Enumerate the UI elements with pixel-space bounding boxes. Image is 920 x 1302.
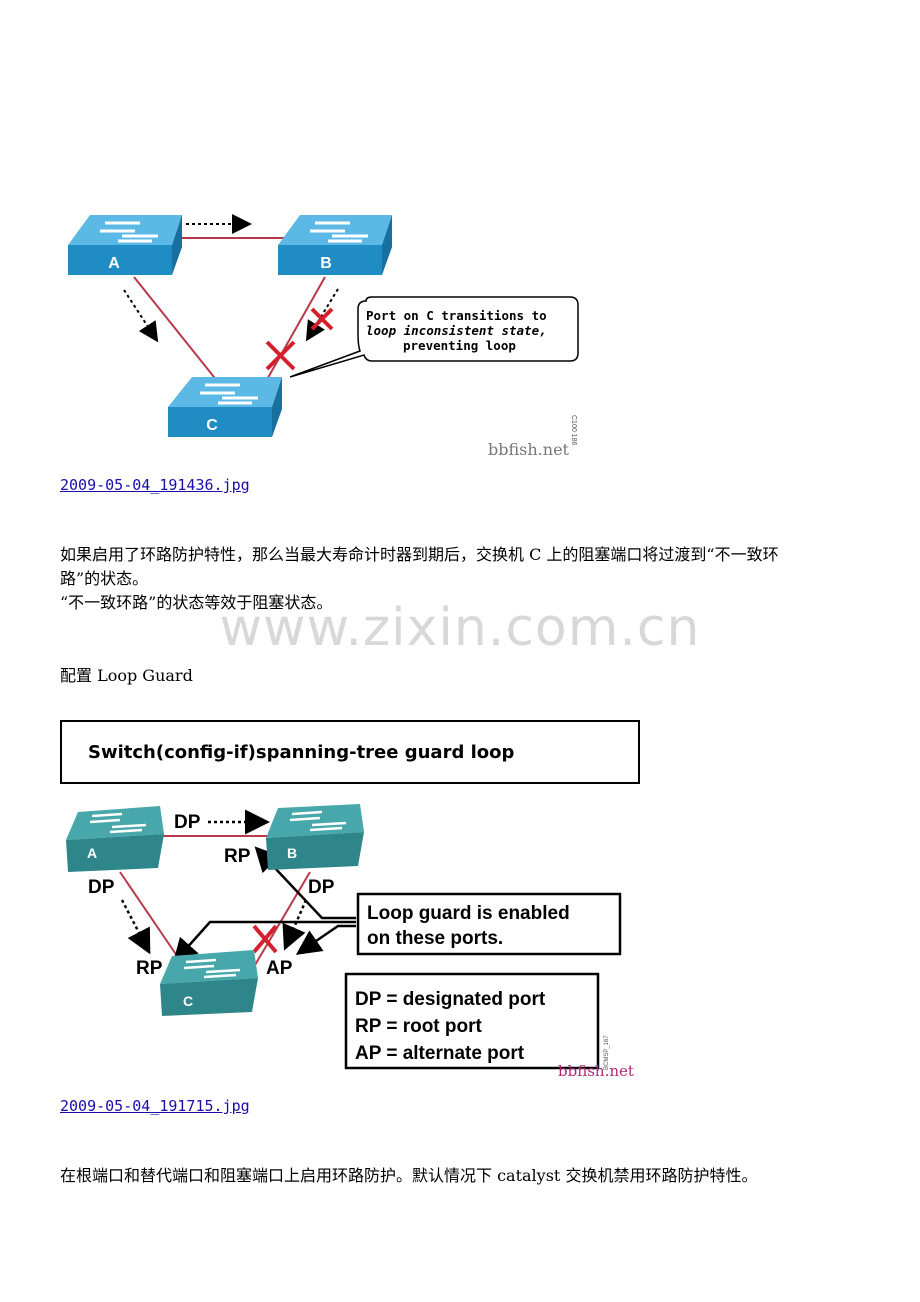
switch-b-label: B: [320, 255, 332, 272]
figure-code: C100 186: [570, 415, 577, 445]
loop-guard-callout-box: [356, 892, 622, 956]
switch-b-label: B: [287, 845, 297, 861]
paragraph-loop-inconsistent: 如果启用了环路防护特性，那么当最大寿命计时器到期后，交换机 C 上的阻塞端口将过…: [60, 543, 900, 615]
figure-brand-watermark: bbfish.net: [488, 440, 570, 459]
paragraph-line: “不一致环路”的状态等效于阻塞状态。: [60, 593, 333, 612]
figure-brand-watermark: bbfish.net: [558, 1062, 634, 1080]
callout-line-3: preventing loop: [403, 338, 516, 353]
switch-a-icon: A: [68, 215, 182, 275]
port-label-a-dp-top: DP: [174, 812, 201, 833]
paragraph-line: 路”的状态。: [60, 569, 149, 588]
image-link-2[interactable]: 2009-05-04_191715.jpg: [60, 1097, 250, 1115]
command-text: Switch(config-if)spanning-tree guard loo…: [88, 741, 515, 763]
switch-c-icon: C: [160, 950, 258, 1016]
port-label-a-dp-left: DP: [88, 877, 115, 898]
switch-b-icon: B: [266, 804, 364, 870]
bpdu-arrow-a-to-c: [123, 289, 159, 343]
bpdu-arrow-b-to-c: [305, 288, 339, 342]
callout-line-1: Loop guard is enabled: [367, 903, 570, 924]
port-label-c-ap: AP: [266, 958, 293, 979]
link-b-c: [254, 871, 311, 966]
pointer-to-b-rp: [254, 846, 356, 920]
switch-c-label: C: [183, 993, 193, 1009]
port-label-b-dp: DP: [308, 877, 335, 898]
pointer-to-c-rp: [172, 920, 356, 964]
port-label-b-rp: RP: [224, 846, 251, 867]
blocked-x-mark-upper: [310, 307, 334, 331]
figure-2-diagram: A B C DP RP DP DP RP AP Loop guard is en…: [66, 804, 634, 1080]
link-b-c: [264, 276, 326, 384]
callout-line-2: on these ports.: [367, 928, 503, 949]
section-heading-config-loop-guard: 配置 Loop Guard: [60, 666, 193, 685]
legend-line-ap: AP = alternate port: [355, 1043, 525, 1064]
figure-code: BCMSP_167: [604, 1035, 610, 1070]
paragraph-line: 如果启用了环路防护特性，那么当最大寿命计时器到期后，交换机 C 上的阻塞端口将过…: [60, 545, 779, 564]
switch-a-label: A: [108, 255, 120, 272]
switch-b-icon: B: [278, 215, 392, 275]
switch-a-label: A: [87, 845, 97, 861]
legend-line-dp: DP = designated port: [355, 989, 546, 1010]
callout-line-2: loop inconsistent state,: [366, 323, 547, 338]
pointer-to-c-ap: [295, 924, 356, 955]
image-link-1[interactable]: 2009-05-04_191436.jpg: [60, 476, 250, 494]
site-watermark: www.zixin.com.cn: [219, 598, 701, 658]
blocked-x-mark-lower: [265, 340, 296, 371]
command-box: Switch(config-if)spanning-tree guard loo…: [60, 720, 640, 784]
callout-bubble: [289, 296, 579, 378]
switch-c-label: C: [206, 417, 218, 434]
port-label-c-rp: RP: [136, 958, 163, 979]
paragraph-enable-loop-guard: 在根端口和替代端口和阻塞端口上启用环路防护。默认情况下 catalyst 交换机…: [60, 1166, 758, 1185]
callout-line-1: Port on C transitions to: [366, 308, 547, 323]
switch-a-icon: A: [66, 806, 164, 872]
legend-line-rp: RP = root port: [355, 1016, 483, 1037]
port-legend-box: [344, 972, 600, 1070]
figure-1-diagram: A B C Port on C transitions to loop inco…: [68, 214, 579, 459]
switch-c-icon: C: [168, 377, 282, 437]
blocked-x-mark: [252, 924, 278, 954]
